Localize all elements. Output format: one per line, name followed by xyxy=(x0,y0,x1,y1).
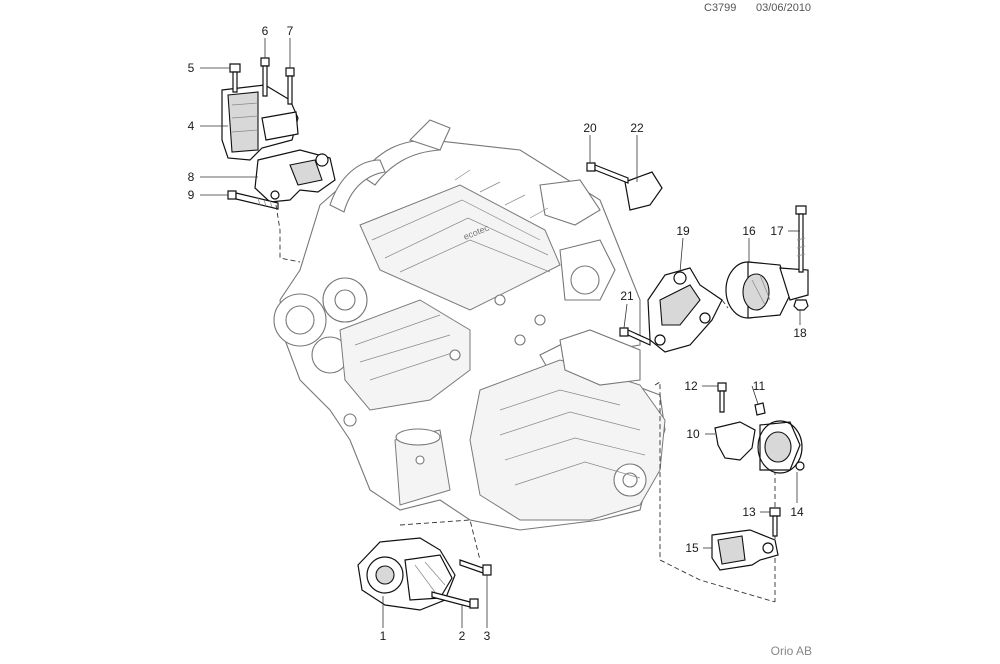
callout-13: 13 xyxy=(742,505,756,519)
callout-9: 9 xyxy=(188,188,195,202)
callout-19: 19 xyxy=(676,224,690,238)
footer-brand: Orio AB xyxy=(770,644,812,658)
rear-engine-mount xyxy=(654,381,805,603)
drawing-date: 03/06/2010 xyxy=(756,2,812,14)
upper-engine-mount xyxy=(221,57,336,263)
right-engine-mount xyxy=(586,162,809,353)
callout-16: 16 xyxy=(742,224,756,238)
callout-17: 17 xyxy=(770,224,784,238)
callout-15: 15 xyxy=(685,541,699,555)
callout-1: 1 xyxy=(380,629,387,643)
callout-21: 21 xyxy=(620,289,634,303)
callout-labels: 1 2 3 4 5 6 7 8 9 10 11 12 13 14 15 16 1… xyxy=(188,24,807,643)
lower-torque-mount xyxy=(357,519,492,611)
callout-6: 6 xyxy=(262,24,269,38)
callout-10: 10 xyxy=(686,427,700,441)
callout-14: 14 xyxy=(790,505,804,519)
callout-3: 3 xyxy=(484,629,491,643)
leader-lines xyxy=(200,38,801,628)
callout-2: 2 xyxy=(459,629,466,643)
callout-12: 12 xyxy=(684,379,698,393)
drawing-id: C3799 xyxy=(704,2,737,14)
callout-7: 7 xyxy=(287,24,294,38)
callout-11: 11 xyxy=(753,379,766,393)
callout-22: 22 xyxy=(630,121,644,135)
engine-assembly: ecotec xyxy=(273,119,666,531)
callout-8: 8 xyxy=(188,170,195,184)
callout-5: 5 xyxy=(188,61,195,75)
callout-20: 20 xyxy=(583,121,597,135)
callout-18: 18 xyxy=(793,326,807,340)
callout-4: 4 xyxy=(188,119,195,133)
